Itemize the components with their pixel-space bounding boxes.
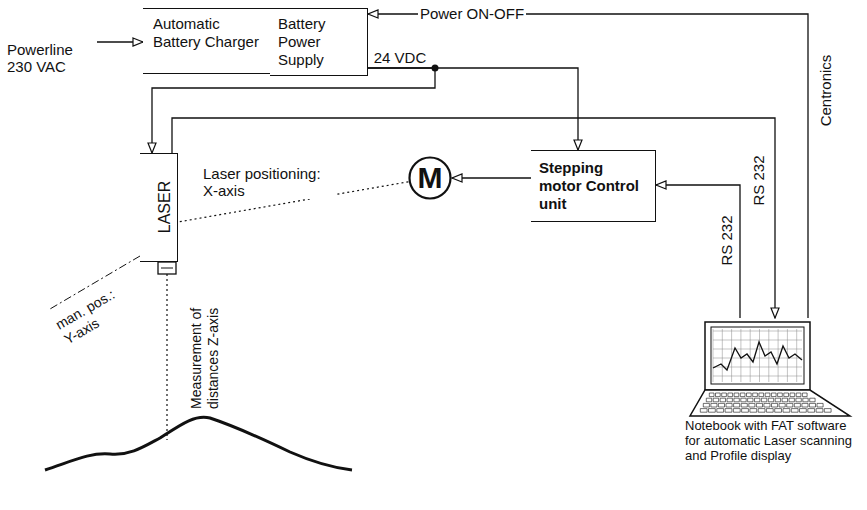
node-text: M <box>408 169 452 187</box>
control-unit-box: Stepping motor Control unit <box>531 150 656 222</box>
signal-wire <box>152 68 435 153</box>
port-label: Centronics <box>817 54 834 126</box>
charger-box: Automatic Battery Charger <box>143 8 271 74</box>
laser-box: LASER <box>140 153 178 262</box>
signal-wire <box>656 185 740 318</box>
notebook: Notebook with FAT software for automatic… <box>685 318 857 498</box>
signal-label: RS 232 <box>717 213 734 267</box>
laptop-icon <box>685 318 857 418</box>
z-axis-line <box>166 274 167 440</box>
signal-wire <box>368 68 578 150</box>
signal-label: Laser positioning: X-axis <box>201 165 335 199</box>
node-text: Notebook with FAT software for automatic… <box>685 418 857 463</box>
signal-wire <box>368 14 808 318</box>
signal-label: RS 232 <box>749 153 766 207</box>
powerline-wire <box>97 41 143 42</box>
motor-circle: M <box>408 156 452 200</box>
signal-wire <box>452 177 531 178</box>
node-text: LASER <box>156 181 174 233</box>
terrain-profile <box>45 417 352 470</box>
laser-optics <box>158 262 176 274</box>
node-text: Battery Power Supply <box>278 15 359 69</box>
signal-label: 24 VDC <box>372 49 429 66</box>
node-text: Automatic Battery Charger <box>153 15 260 51</box>
signal-wire <box>172 118 775 318</box>
laser-optics <box>161 268 173 269</box>
signal-label: Power ON-OFF <box>418 5 526 22</box>
node-text: Stepping motor Control unit <box>539 159 647 213</box>
axis-label: man. pos.: Y-axis <box>53 280 138 348</box>
input-label: Powerline 230 VAC <box>7 41 97 75</box>
axis-label: Measurement of distances Z-axis <box>188 291 222 409</box>
power-supply-box: Battery Power Supply <box>270 8 368 76</box>
